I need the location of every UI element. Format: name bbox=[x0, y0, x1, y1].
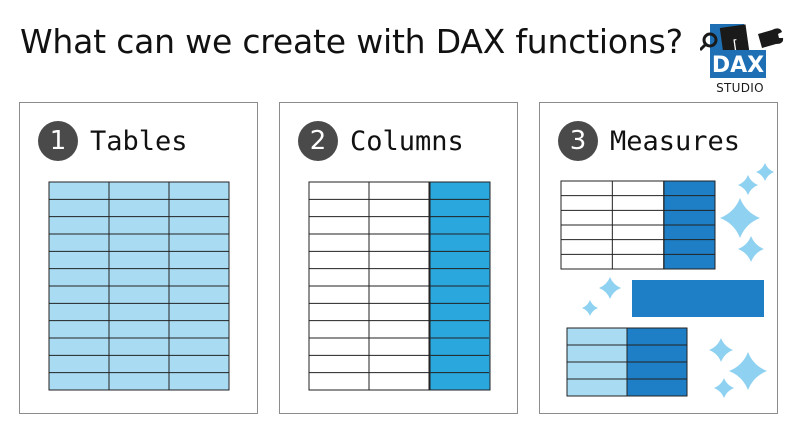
sparkle-icon bbox=[714, 378, 734, 398]
sparkle-icon bbox=[720, 198, 760, 238]
magnifier-icon bbox=[702, 32, 718, 48]
panel-tables: 1 Tables bbox=[19, 102, 258, 414]
logo-banner bbox=[710, 50, 766, 78]
sparkle-icon bbox=[729, 352, 767, 390]
sparkle-icon bbox=[709, 338, 733, 362]
logo-studio-text: STUDIO bbox=[716, 81, 764, 95]
table-illustration bbox=[48, 181, 230, 391]
sparkle-icon bbox=[599, 277, 621, 299]
panel-header: 2 Columns bbox=[298, 121, 464, 161]
panel-label: Columns bbox=[350, 125, 464, 157]
wrench-icon bbox=[758, 28, 784, 48]
sparkle-icon bbox=[756, 163, 774, 181]
step-number-badge: 2 bbox=[298, 121, 338, 161]
panel-label: Measures bbox=[610, 125, 741, 157]
svg-text:DAX: DAX bbox=[712, 53, 764, 78]
panel-label: Tables bbox=[90, 125, 188, 157]
measures-illustration bbox=[560, 163, 774, 398]
sparkle-icon bbox=[738, 236, 764, 262]
page-title: What can we create with DAX functions? bbox=[20, 22, 683, 61]
panel-header: 3 Measures bbox=[558, 121, 740, 161]
sparkle-icon bbox=[738, 175, 758, 195]
panel-columns: 2 Columns bbox=[279, 102, 518, 414]
panel-measures: 3 Measures bbox=[539, 102, 778, 414]
sparkle-icon bbox=[582, 300, 598, 316]
measure-card bbox=[632, 280, 764, 317]
step-number-badge: 3 bbox=[558, 121, 598, 161]
step-number-badge: 1 bbox=[38, 121, 78, 161]
panel-header: 1 Tables bbox=[38, 121, 188, 161]
svg-text:[: [ bbox=[730, 37, 741, 54]
dax-studio-logo: [ DAX bbox=[700, 24, 784, 78]
columns-illustration bbox=[308, 181, 491, 391]
